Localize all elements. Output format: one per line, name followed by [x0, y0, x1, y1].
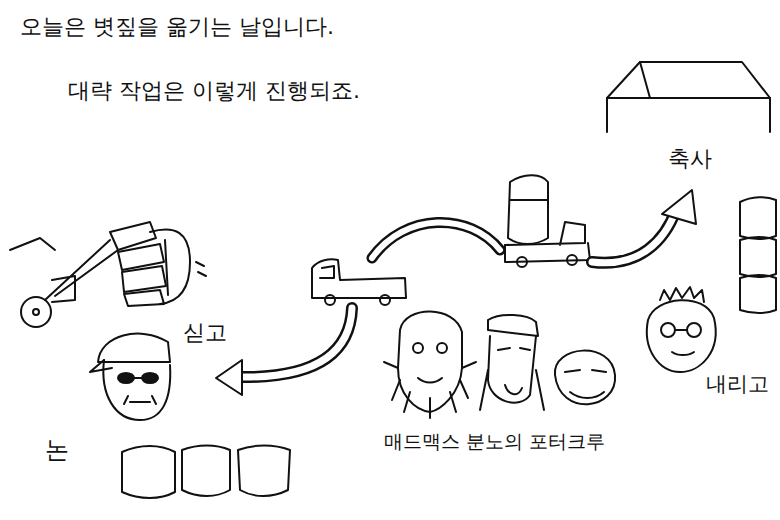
baler-machine — [10, 222, 206, 327]
bearded-face — [384, 311, 476, 418]
subtitle-text: 대략 작업은 이렇게 진행되죠. — [68, 78, 360, 104]
farmer-face — [90, 334, 170, 420]
straw-bales — [122, 446, 290, 499]
load-label: 싣고 — [183, 320, 227, 346]
smiling-face — [555, 351, 615, 405]
loaded-truck — [505, 175, 590, 267]
title-text: 오늘은 볏짚을 옮기는 날입니다. — [20, 14, 334, 40]
glasses-face — [647, 287, 716, 372]
unload-label: 내리고 — [706, 372, 769, 397]
barn-label: 축사 — [668, 146, 712, 172]
stacked-bales — [740, 197, 776, 313]
flow-arrows — [216, 190, 696, 395]
empty-truck — [312, 259, 406, 305]
field-label: 논 — [45, 436, 69, 465]
capped-face — [480, 315, 544, 410]
barn — [607, 62, 770, 132]
crew-label: 매드맥스 분노의 포터크루 — [384, 430, 605, 453]
